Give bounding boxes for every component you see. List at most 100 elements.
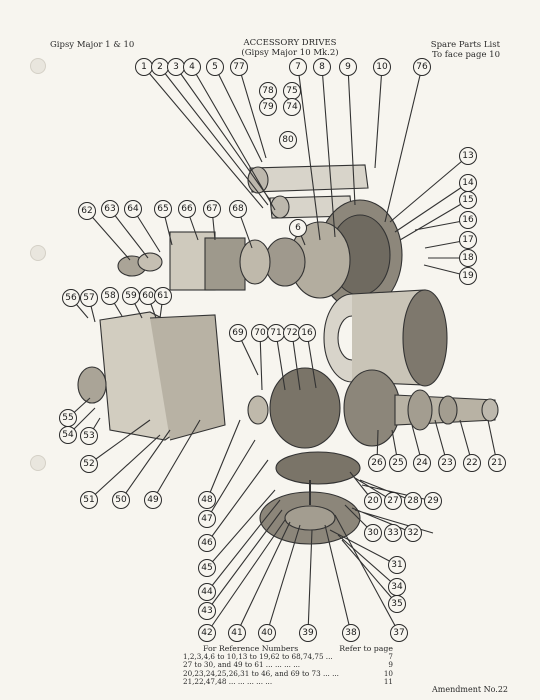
callout-number: 72 bbox=[286, 328, 297, 338]
part-callout: 24 bbox=[413, 454, 431, 472]
callout-number: 35 bbox=[391, 599, 402, 609]
callout-circle bbox=[389, 454, 407, 472]
part-callout: 35 bbox=[388, 595, 406, 613]
callout-circle bbox=[198, 534, 216, 552]
callout-number: 18 bbox=[462, 253, 474, 263]
callout-circle bbox=[144, 491, 162, 509]
callout-circle bbox=[198, 624, 216, 642]
callout-number: 1 bbox=[141, 62, 147, 72]
reference-page: 9 bbox=[388, 660, 393, 670]
reference-table-header: For Reference Numbers Refer to page bbox=[183, 644, 393, 653]
callout-circle bbox=[459, 249, 477, 267]
part-callout: 3 bbox=[167, 58, 185, 76]
callout-number: 23 bbox=[441, 458, 452, 468]
reference-row: 1,2,3,4,6 to 10,13 to 19,62 to 68,74,75 … bbox=[183, 652, 393, 662]
part-callout: 79 bbox=[259, 98, 277, 116]
part-callout: 38 bbox=[342, 624, 360, 642]
part-callout: 10 bbox=[373, 58, 391, 76]
callout-circle bbox=[259, 98, 277, 116]
header-page-reference: Spare Parts List To face page 10 bbox=[431, 40, 500, 60]
part-callout: 26 bbox=[368, 454, 386, 472]
callout-number: 8 bbox=[319, 62, 325, 72]
part-callout: 43 bbox=[198, 602, 216, 620]
callout-circle bbox=[112, 491, 130, 509]
reference-page: 7 bbox=[388, 652, 393, 662]
callout-circle bbox=[80, 491, 98, 509]
callout-number: 20 bbox=[367, 496, 379, 506]
callout-number: 74 bbox=[286, 102, 298, 112]
callout-circle bbox=[299, 624, 317, 642]
callout-number: 16 bbox=[462, 215, 474, 225]
section-title: ACCESSORY DRIVES bbox=[243, 38, 337, 48]
part-callout: 63 bbox=[101, 200, 119, 218]
part-callout: 57 bbox=[80, 289, 98, 307]
callout-circle bbox=[298, 324, 316, 342]
callout-circle bbox=[178, 200, 196, 218]
reference-table: For Reference Numbers Refer to page 1,2,… bbox=[183, 644, 393, 686]
callout-circle bbox=[404, 492, 422, 510]
part-callout: 46 bbox=[198, 534, 216, 552]
reference-page: 11 bbox=[383, 676, 393, 686]
callout-number: 67 bbox=[206, 204, 217, 214]
part-callout: 15 bbox=[459, 191, 477, 209]
part-callout: 74 bbox=[283, 98, 301, 116]
callout-circle bbox=[413, 454, 431, 472]
callout-circle bbox=[230, 58, 248, 76]
part-callout: 22 bbox=[463, 454, 481, 472]
part-callout: 31 bbox=[388, 556, 406, 574]
callout-circle bbox=[289, 219, 307, 237]
reference-row: 27 to 30, and 49 to 61 ... ... ... ...9 bbox=[183, 661, 393, 669]
callout-number: 47 bbox=[201, 514, 212, 524]
callout-circle bbox=[424, 492, 442, 510]
callout-circle bbox=[59, 426, 77, 444]
callout-circle bbox=[459, 267, 477, 285]
callout-number: 48 bbox=[201, 495, 213, 505]
part-callout: 23 bbox=[438, 454, 456, 472]
part-callout: 77 bbox=[230, 58, 248, 76]
callout-number: 68 bbox=[232, 204, 244, 214]
callout-circle bbox=[388, 595, 406, 613]
callout-number: 80 bbox=[282, 135, 294, 145]
callout-circle bbox=[198, 602, 216, 620]
part-callout: 14 bbox=[459, 174, 477, 192]
part-callout: 58 bbox=[101, 287, 119, 305]
callout-number: 78 bbox=[262, 86, 274, 96]
callout-circle bbox=[258, 624, 276, 642]
part-callout: 2 bbox=[151, 58, 169, 76]
callout-number: 45 bbox=[201, 563, 212, 573]
part-callout: 29 bbox=[424, 492, 442, 510]
part-callout: 39 bbox=[299, 624, 317, 642]
callout-number: 66 bbox=[181, 204, 193, 214]
callout-number: 55 bbox=[62, 413, 73, 423]
callout-number: 2 bbox=[157, 62, 163, 72]
part-callout: 62 bbox=[78, 202, 96, 220]
callout-number: 56 bbox=[65, 293, 77, 303]
section-subtitle: (Gipsy Major 10 Mk.2) bbox=[241, 48, 339, 58]
part-callout: 27 bbox=[384, 492, 402, 510]
callout-number: 52 bbox=[83, 459, 94, 469]
spare-parts-label: Spare Parts List bbox=[430, 40, 500, 50]
part-callout: 7 bbox=[289, 58, 307, 76]
callout-circle bbox=[154, 287, 172, 305]
callout-number: 6 bbox=[295, 223, 301, 233]
callout-circle bbox=[80, 427, 98, 445]
part-callout: 16 bbox=[459, 211, 477, 229]
part-callout: 75 bbox=[283, 82, 301, 100]
callout-circle bbox=[154, 200, 172, 218]
callout-number: 28 bbox=[407, 496, 419, 506]
callout-number: 15 bbox=[462, 195, 473, 205]
callout-circle bbox=[101, 287, 119, 305]
punch-hole-top bbox=[30, 58, 46, 74]
reference-refs: 21,22,47,48 ... ... ... ... ... bbox=[183, 676, 273, 686]
callout-circle bbox=[364, 524, 382, 542]
part-callout: 80 bbox=[279, 131, 297, 149]
callout-circle bbox=[388, 556, 406, 574]
callout-number: 29 bbox=[427, 496, 439, 506]
part-callout: 16 bbox=[298, 324, 316, 342]
callout-number: 3 bbox=[173, 62, 179, 72]
callout-number: 33 bbox=[387, 528, 398, 538]
part-callout: 45 bbox=[198, 559, 216, 577]
callout-number: 71 bbox=[270, 328, 281, 338]
part-callout: 56 bbox=[62, 289, 80, 307]
